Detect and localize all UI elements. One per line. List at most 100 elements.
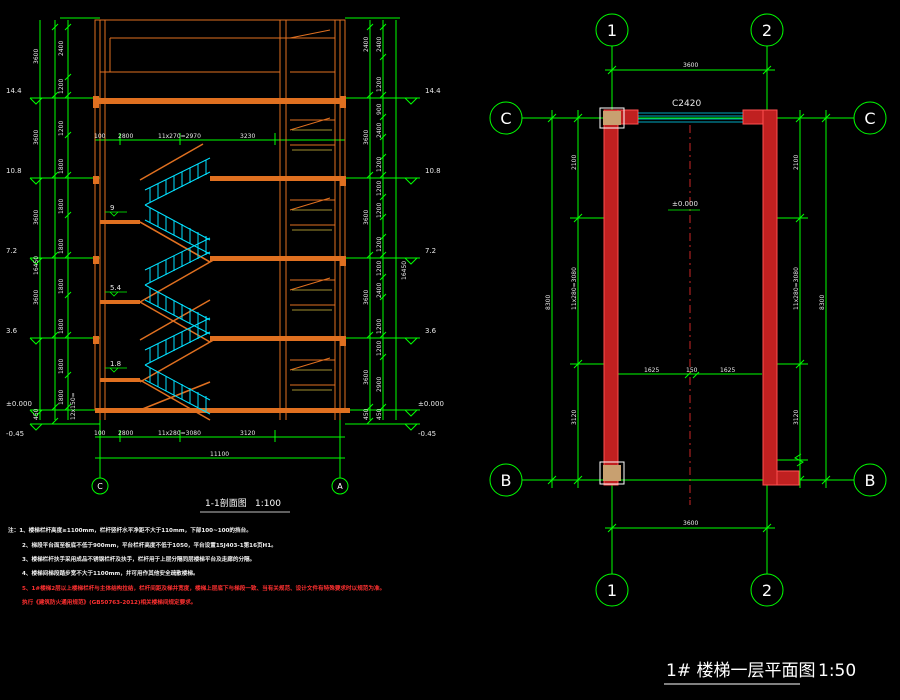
plan-axis-bubble-b-left bbox=[489, 463, 523, 497]
right-inner-dim-12: 1200 bbox=[376, 341, 383, 356]
section-interior-lines bbox=[292, 129, 332, 391]
note-4: 4、楼梯间梯段踏步宽不大于1100mm，并可用作其他安全疏散楼梯。 bbox=[22, 569, 199, 577]
plan-axis-bubble-2-bottom bbox=[750, 573, 784, 607]
top-dim-1: 100 bbox=[94, 133, 106, 140]
window-label: C2420 bbox=[672, 99, 701, 109]
plan-left-part-2: 11x280=3080 bbox=[571, 267, 578, 310]
plan-axis-label-2-top: 2 bbox=[762, 21, 772, 40]
top-dim-4: 3230 bbox=[240, 133, 255, 140]
plan-column-top-left-fill bbox=[603, 111, 621, 125]
plan-axis-bubble-2-top bbox=[750, 13, 784, 47]
axis-bubble-c bbox=[91, 477, 109, 495]
plan-axis-label-1-top: 1 bbox=[607, 21, 617, 40]
plan-axis-bubble-c-right bbox=[853, 101, 887, 135]
axis-label-a: A bbox=[337, 482, 343, 491]
left-inner-dims: 2400 1200 1200 1800 1800 1800 1800 1800 … bbox=[58, 41, 77, 420]
landing-level-marks bbox=[105, 211, 127, 373]
right-outer-dim-6: 450 bbox=[363, 408, 370, 420]
plan-drawing: C2420 ±0.000 3600 3600 1625 150 1625 830… bbox=[489, 13, 887, 685]
top-dim-2: 2800 bbox=[118, 133, 133, 140]
section-axis-bubbles bbox=[91, 458, 349, 495]
plan-window bbox=[638, 112, 743, 123]
plan-axis-label-2-bottom: 2 bbox=[762, 581, 772, 600]
right-outer-dim-2: 3600 bbox=[363, 130, 370, 145]
left-level-4: 3.6 bbox=[6, 327, 18, 335]
left-inner-dim-9: 1800 bbox=[58, 359, 65, 374]
landing-level-1: 9 bbox=[110, 204, 114, 212]
plan-inner-dim-1: 1625 bbox=[644, 367, 659, 374]
plan-axis-bubble-c-left bbox=[489, 101, 523, 135]
plan-wall-right bbox=[762, 109, 778, 486]
plan-axis-label-b-left: B bbox=[501, 471, 512, 490]
plan-axis-bubbles bbox=[489, 13, 887, 607]
left-inner-dim-4: 1800 bbox=[58, 159, 65, 174]
note-1: 注：1、楼梯栏杆高度≥1100mm，栏杆竖杆水平净距不大于110mm，下部100… bbox=[8, 526, 252, 534]
left-outer-dim-4: 3600 bbox=[33, 290, 40, 305]
top-dim-3: 11x270=2970 bbox=[158, 133, 201, 140]
right-level-3: 7.2 bbox=[425, 247, 436, 255]
right-inner-dim-4: 2400 bbox=[376, 123, 383, 138]
plan-wall-bottom-right bbox=[776, 470, 800, 486]
bottom-dim-2: 2800 bbox=[118, 430, 133, 437]
plan-axis-label-c-right: C bbox=[864, 109, 875, 128]
plan-axis-label-c-left: C bbox=[500, 109, 511, 128]
plan-axis-label-1-bottom: 1 bbox=[607, 581, 617, 600]
left-outer-dim-1: 3600 bbox=[33, 49, 40, 64]
right-outer-dim-4: 3600 bbox=[363, 290, 370, 305]
right-outer-dim-3: 3600 bbox=[363, 210, 370, 225]
left-inner-dim-3: 1200 bbox=[58, 121, 65, 136]
plan-right-part-2: 11x280=3080 bbox=[793, 267, 800, 310]
right-inner-dim-7: 1200 bbox=[376, 203, 383, 218]
right-level-6: -0.45 bbox=[418, 430, 436, 438]
right-outer-dims: 2400 3600 3600 3600 3600 450 16450 bbox=[363, 37, 408, 420]
plan-axis-bubble-1-bottom bbox=[595, 573, 629, 607]
right-total-height: 16450 bbox=[401, 261, 408, 280]
bottom-dim-3: 11x280=3080 bbox=[158, 430, 201, 437]
left-inner-dim-7: 1800 bbox=[58, 279, 65, 294]
plan-title: 1# 楼梯一层平面图 bbox=[666, 661, 815, 681]
plan-column-bottom-left-fill bbox=[603, 465, 621, 481]
total-height-dim: 16450 bbox=[33, 256, 40, 275]
left-level-3: 7.2 bbox=[6, 247, 17, 255]
left-inner-dim-6: 1800 bbox=[58, 239, 65, 254]
plan-column-top-left bbox=[599, 107, 625, 129]
section-title: 1-1剖面图 bbox=[205, 497, 247, 509]
left-outer-dims: 3600 3600 3600 3600 450 16450 bbox=[33, 49, 40, 420]
left-level-5: ±0.000 bbox=[6, 400, 32, 408]
plan-left-part-1: 2100 bbox=[571, 155, 578, 170]
plan-axis-bubble-1-top bbox=[595, 13, 629, 47]
plan-wall-left bbox=[603, 109, 619, 486]
plan-inner-dim-3: 1625 bbox=[720, 367, 735, 374]
plan-left-part-3: 3120 bbox=[571, 410, 578, 425]
right-inner-dim-6: 1200 bbox=[376, 181, 383, 196]
plan-inner-dim-2: 150 bbox=[686, 367, 698, 374]
left-inner-dim-11: 12x150= bbox=[70, 392, 77, 420]
plan-right-total: 8300 bbox=[819, 295, 826, 310]
right-level-4: 3.6 bbox=[425, 327, 437, 335]
left-level-2: 10.8 bbox=[6, 167, 22, 175]
section-scale: 1:100 bbox=[255, 499, 281, 509]
plan-top-width: 3600 bbox=[683, 62, 698, 69]
right-outer-dim-5: 3600 bbox=[363, 370, 370, 385]
right-inner-dim-14: 450 bbox=[376, 408, 383, 420]
plan-wall-top-right bbox=[742, 109, 764, 125]
left-outer-dim-2: 3600 bbox=[33, 130, 40, 145]
right-inner-dim-11: 1200 bbox=[376, 319, 383, 334]
left-inner-dim-1: 2400 bbox=[58, 41, 65, 56]
left-outer-dim-5: 450 bbox=[33, 408, 40, 420]
left-inner-dim-5: 1800 bbox=[58, 199, 65, 214]
axis-label-c: C bbox=[97, 482, 103, 491]
axis-bubble-a bbox=[331, 477, 349, 495]
plan-walls bbox=[599, 107, 800, 486]
right-inner-dim-2: 1200 bbox=[376, 77, 383, 92]
right-level-5: ±0.000 bbox=[418, 400, 444, 408]
total-width-dim: 11100 bbox=[210, 451, 229, 458]
right-inner-dim-3: 900 bbox=[376, 103, 383, 115]
left-outer-dim-3: 3600 bbox=[33, 210, 40, 225]
left-level-6: -0.45 bbox=[6, 430, 24, 438]
right-inner-dims: 2400 1200 900 2400 1200 1200 1200 1200 1… bbox=[376, 37, 383, 420]
section-railings bbox=[144, 157, 211, 415]
note-2: 2、梯段平台面至板底不低于900mm，平台栏杆高度不低于1050，平台设置15J… bbox=[22, 541, 277, 549]
landing-level-3: 1.8 bbox=[110, 360, 121, 368]
